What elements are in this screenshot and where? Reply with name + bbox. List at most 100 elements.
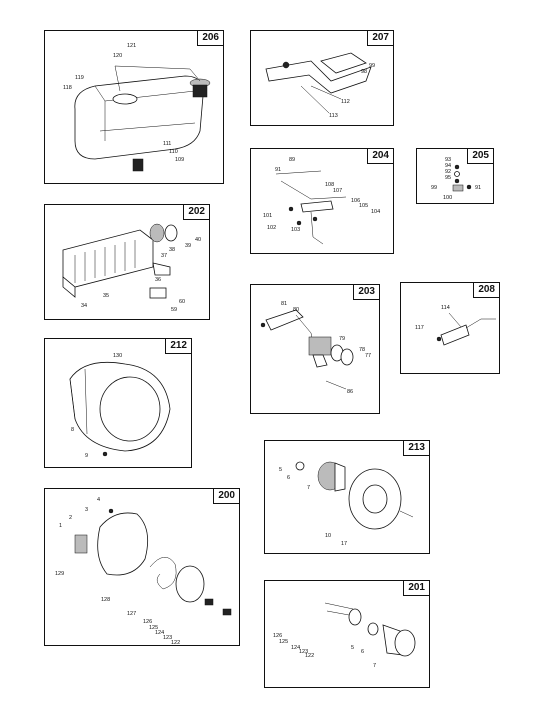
part-label: 5 <box>351 645 354 651</box>
part-label: 107 <box>333 188 342 194</box>
throttle-linkage-diagram: 89 91 108 107 106 105 104 101 102 103 <box>263 157 380 245</box>
part-label: 104 <box>371 209 380 215</box>
part-label: 86 <box>347 389 353 395</box>
panel-203: 203 81 80 79 78 77 86 <box>250 284 380 414</box>
part-label: 105 <box>359 203 368 209</box>
flywheel-diagram: 5 6 7 10 17 <box>279 461 414 547</box>
panel-205: 205 93 94 92 95 91 99 100 <box>416 148 494 204</box>
muffler-diagram: 40 39 38 37 36 35 34 60 59 <box>62 223 201 313</box>
part-label: 95 <box>445 175 451 181</box>
part-label: 106 <box>351 198 360 204</box>
panel-202-number: 202 <box>183 205 209 220</box>
part-label: 110 <box>169 149 178 155</box>
panel-206: 206 121 120 119 118 111 110 109 <box>44 30 224 184</box>
part-label: 109 <box>175 157 184 163</box>
part-label: 99 <box>369 63 375 69</box>
part-label: 77 <box>365 353 371 359</box>
part-label: 93 <box>445 157 451 163</box>
part-label: 35 <box>103 293 109 299</box>
part-label: 6 <box>361 649 364 655</box>
part-label: 78 <box>359 347 365 353</box>
starter-pulley-diagram: 126 125 124 123 122 5 6 7 <box>273 602 416 669</box>
panel-212-number: 212 <box>165 339 191 354</box>
part-label: 2 <box>69 515 72 521</box>
panel-213: 213 5 6 7 10 17 <box>264 440 430 554</box>
part-label: 1 <box>59 523 62 529</box>
part-label: 113 <box>329 113 338 119</box>
part-label: 126 <box>273 633 282 639</box>
part-label: 81 <box>281 301 287 307</box>
part-label: 3 <box>85 507 88 513</box>
part-label: 100 <box>443 195 452 201</box>
part-label: 80 <box>293 307 299 313</box>
part-label: 7 <box>307 485 310 491</box>
part-label: 38 <box>169 247 175 253</box>
part-label: 123 <box>163 635 172 641</box>
part-label: 8 <box>71 427 74 433</box>
part-label: 103 <box>291 227 300 233</box>
panel-203-number: 203 <box>353 285 379 300</box>
part-label: 17 <box>341 541 347 547</box>
panel-202: 202 40 39 38 37 36 35 34 60 59 <box>44 204 210 320</box>
part-label: 117 <box>415 325 424 331</box>
part-label: 9 <box>85 453 88 459</box>
part-label: 89 <box>289 157 295 163</box>
part-label: 128 <box>101 597 110 603</box>
part-label: 92 <box>445 169 451 175</box>
part-label: 39 <box>185 243 191 249</box>
part-label: 130 <box>113 353 122 359</box>
panel-207: 207 98 99 112 113 <box>250 30 394 126</box>
part-label: 124 <box>155 630 164 636</box>
part-label: 7 <box>373 663 376 669</box>
fuel-tank-diagram: 121 120 119 118 111 110 109 <box>63 43 211 172</box>
part-label: 123 <box>299 649 308 655</box>
part-label: 112 <box>341 99 350 105</box>
part-label: 91 <box>275 167 281 173</box>
part-label: 111 <box>163 141 171 147</box>
panel-205-number: 205 <box>467 149 493 164</box>
part-label: 118 <box>63 85 72 91</box>
part-label: 10 <box>325 533 331 539</box>
fan-cover-diagram: 130 8 9 <box>69 353 171 459</box>
part-label: 119 <box>75 75 84 81</box>
part-label: 126 <box>143 619 152 625</box>
part-label: 4 <box>97 497 100 503</box>
part-label: 127 <box>127 611 136 617</box>
part-label: 101 <box>263 213 272 219</box>
part-label: 129 <box>55 571 64 577</box>
panel-204-number: 204 <box>367 149 393 164</box>
part-label: 125 <box>279 639 288 645</box>
fastener-set-diagram: 93 94 92 95 91 99 100 <box>431 157 481 201</box>
panel-207-number: 207 <box>367 31 393 46</box>
part-label: 122 <box>171 640 180 646</box>
part-label: 40 <box>195 237 201 243</box>
part-label: 98 <box>361 69 367 75</box>
part-label: 122 <box>305 653 314 659</box>
part-label: 94 <box>445 163 451 169</box>
part-label: 91 <box>475 185 481 191</box>
panel-201-number: 201 <box>403 581 429 596</box>
panel-212: 212 130 8 9 <box>44 338 192 468</box>
part-label: 125 <box>149 625 158 631</box>
panel-200: 200 4 3 2 1 129 128 127 126 125 124 123 … <box>44 488 240 646</box>
part-label: 59 <box>171 307 177 313</box>
part-label: 6 <box>287 475 290 481</box>
part-label: 79 <box>339 336 345 342</box>
part-label: 120 <box>113 53 122 59</box>
panel-206-number: 206 <box>197 31 223 46</box>
part-label: 114 <box>441 305 450 311</box>
part-label: 99 <box>431 185 437 191</box>
part-label: 60 <box>179 299 185 305</box>
panel-204: 204 89 91 108 107 106 105 104 101 102 10… <box>250 148 394 254</box>
part-label: 102 <box>267 225 276 231</box>
part-label: 37 <box>161 253 167 259</box>
bracket-diagram: 98 99 112 113 <box>265 52 375 119</box>
part-label: 121 <box>127 43 136 49</box>
carburetor-diagram: 81 80 79 78 77 86 <box>260 301 371 395</box>
part-label: 34 <box>81 303 87 309</box>
part-label: 108 <box>325 182 334 188</box>
panel-213-number: 213 <box>403 441 429 456</box>
panel-208-number: 208 <box>473 283 499 298</box>
lever-diagram: 114 117 <box>415 305 496 346</box>
panel-201: 201 126 125 124 123 122 5 6 7 <box>264 580 430 688</box>
